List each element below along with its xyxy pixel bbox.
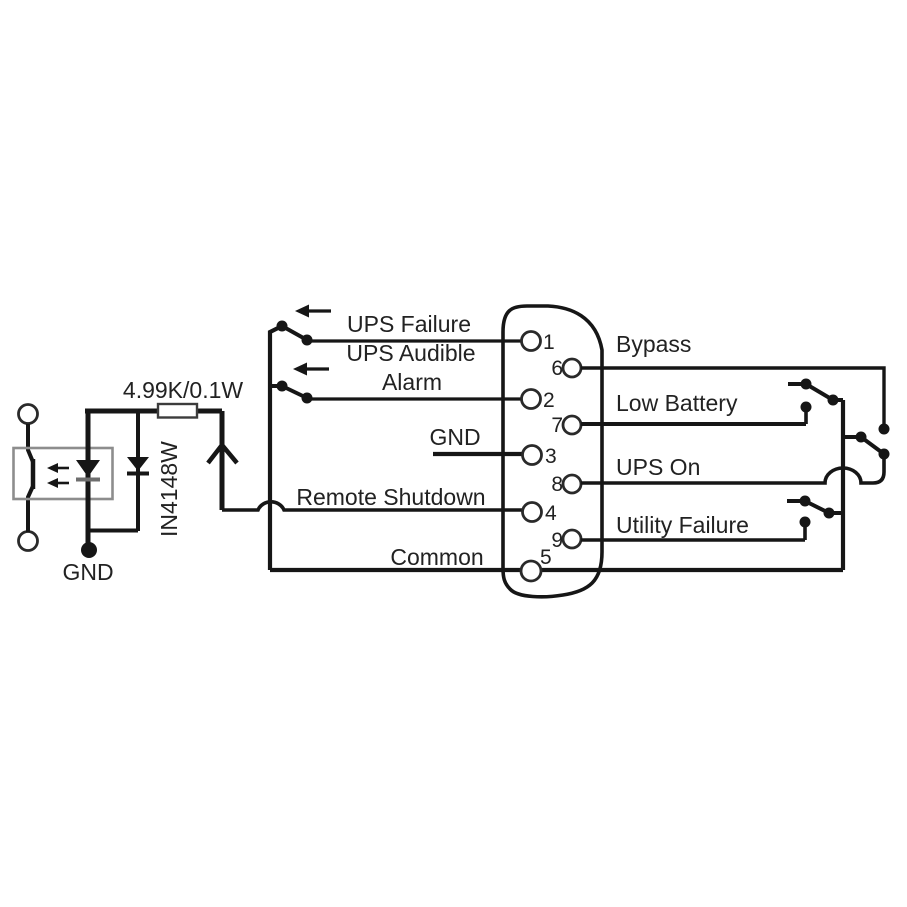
pin-6-circle <box>561 357 583 379</box>
switch-ups-failure <box>276 304 331 346</box>
input-circuit <box>12 402 239 558</box>
pin-8-number: 8 <box>551 473 563 496</box>
optocoupler-box <box>12 446 114 501</box>
protection-diode-label: IN4148W <box>156 441 182 537</box>
switch-direction-arrow-icon <box>295 304 309 318</box>
resistor-value-label: 4.99K/0.1W <box>123 377 243 403</box>
pin-3-number: 3 <box>545 445 557 468</box>
pin-4-number: 4 <box>545 502 557 525</box>
light-arrow-1 <box>47 463 69 473</box>
pin-5-circle <box>519 559 543 583</box>
switch-low-battery <box>788 378 843 424</box>
pin-7-circle <box>561 414 583 436</box>
pin-1-number: 1 <box>543 331 555 354</box>
labels: 4.99K/0.1W IN4148W GND UPS Failure UPS A… <box>62 311 748 585</box>
db9-outline <box>501 304 604 599</box>
pin4-remote-shutdown-wire <box>222 500 522 512</box>
db9-connector <box>501 304 604 599</box>
resistor-body <box>156 402 199 419</box>
pin-5-number: 5 <box>540 546 552 569</box>
pin3-label: GND <box>429 424 480 450</box>
ground-label: GND <box>62 559 113 585</box>
switch-utility-failure <box>787 495 843 540</box>
pin-2-number: 2 <box>543 389 555 412</box>
bypass-contact-dot <box>878 423 890 435</box>
pin1-label: UPS Failure <box>347 311 471 337</box>
pin-2-circle <box>520 388 542 410</box>
phototransistor-collector <box>26 424 35 463</box>
pin6-label: Bypass <box>616 331 691 357</box>
left-bus-wire <box>267 324 283 570</box>
pin-1-circle <box>520 330 542 352</box>
up-arrow-chevron <box>206 441 239 465</box>
pin-3-circle <box>521 444 543 466</box>
switch-direction-arrow-icon <box>293 362 307 376</box>
pin-9-number: 9 <box>551 529 563 552</box>
pin-4-circle <box>521 501 543 523</box>
input-terminal-bottom <box>17 530 39 552</box>
pin9-label: Utility Failure <box>616 512 749 538</box>
light-arrow-2 <box>47 478 69 488</box>
switch-bypass <box>843 431 890 460</box>
pin5-label: Common <box>390 544 483 570</box>
led-triangle <box>76 460 100 477</box>
left-switch-bus <box>267 304 331 570</box>
phototransistor-emitter <box>26 485 35 532</box>
pin8-ups-on-wire <box>581 456 886 485</box>
pin8-label: UPS On <box>616 454 700 480</box>
pin6-bypass-wire <box>581 366 886 431</box>
pin-9-circle <box>561 528 583 550</box>
pin2-label-line1: UPS Audible <box>346 340 475 366</box>
pin7-label: Low Battery <box>616 390 738 416</box>
pin4-label: Remote Shutdown <box>296 484 485 510</box>
input-terminal-top <box>17 403 39 425</box>
pin2-label-line2: Alarm <box>382 369 442 395</box>
ground-dot <box>81 542 97 558</box>
protection-diode-triangle <box>127 457 149 471</box>
switch-ups-audible-alarm <box>270 362 329 404</box>
right-circuit <box>581 366 890 570</box>
pin-6-number: 6 <box>551 357 563 380</box>
left-pin-wires <box>222 339 843 573</box>
pin-7-number: 7 <box>551 414 563 437</box>
pin-8-circle <box>561 473 583 495</box>
